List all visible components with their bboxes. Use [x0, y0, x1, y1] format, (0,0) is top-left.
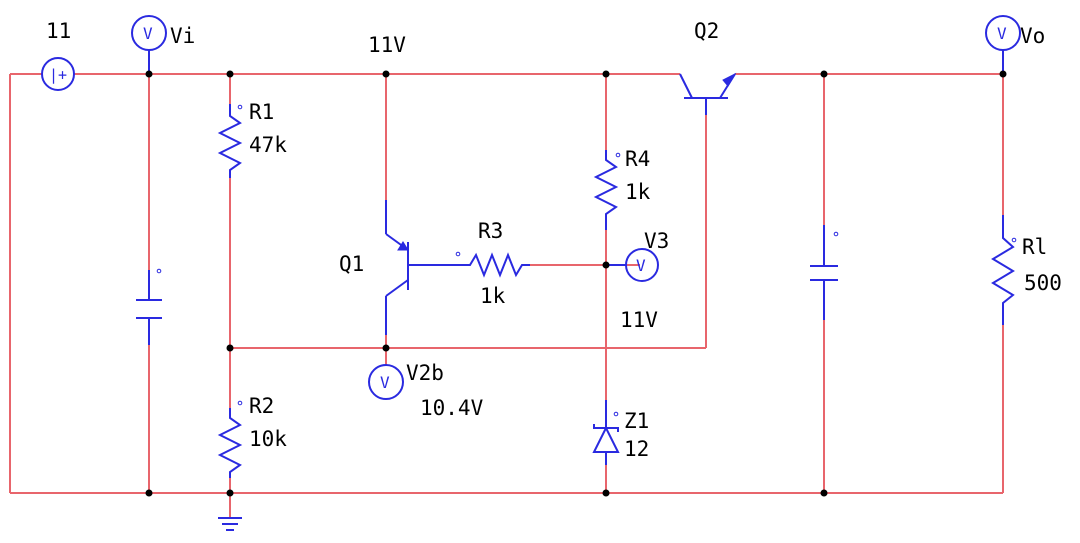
vo-label: Vo: [1020, 24, 1045, 48]
transistor-q2: [679, 72, 737, 115]
node-dot: [602, 261, 610, 269]
v2b-reading: 10.4V: [420, 396, 484, 420]
z1-name: Z1: [624, 409, 649, 433]
r4-pin-dot: [615, 152, 621, 158]
node-dot: [145, 70, 153, 78]
source-circle: [41, 57, 75, 91]
top-rail-reading: 11V: [368, 33, 406, 57]
vi-label: Vi: [170, 24, 195, 48]
output-capacitor: [810, 225, 839, 320]
v2b-circle: [368, 364, 404, 400]
v3-label: V3: [644, 229, 669, 253]
resistor-r2: [217, 400, 243, 478]
vo-circle: [985, 15, 1021, 51]
node-dot: [382, 344, 390, 352]
rl-pin-dot: [1011, 237, 1017, 243]
cout-pin-dot: [833, 231, 839, 237]
r2-zigzag: [217, 408, 243, 478]
source-value: 11: [46, 19, 71, 43]
rl-name: Rl: [1022, 235, 1047, 259]
node-dot: [226, 489, 234, 497]
node-dot: [226, 344, 234, 352]
transistor-q1: [385, 200, 430, 335]
node-dot: [999, 70, 1007, 78]
r1-name: R1: [249, 100, 274, 124]
r2-pin-dot: [237, 400, 243, 406]
vo-symbol: V: [997, 24, 1007, 43]
vi-circle: [131, 15, 167, 51]
source-symbol: |+: [49, 66, 67, 84]
resistor-r3: [430, 251, 530, 278]
r1-zigzag: [217, 104, 243, 178]
q1-name: Q1: [339, 252, 364, 276]
z1-triangle: [592, 425, 620, 453]
voltmeter-vo: [985, 15, 1021, 74]
node-dot: [382, 70, 390, 78]
q2-arrow: [722, 72, 737, 87]
ground-symbol: [218, 517, 242, 531]
r3-zigzag: [430, 252, 530, 278]
v3-circle: [625, 248, 659, 282]
voltmeter-v2b: [368, 364, 404, 400]
r2-value: 10k: [249, 427, 287, 451]
rl-value: 500: [1024, 271, 1062, 295]
components: [41, 15, 1021, 531]
cin-pin-dot: [156, 268, 162, 274]
voltage-source: [41, 57, 75, 91]
v2b-symbol: V: [380, 373, 390, 392]
voltmeter-vi: [131, 15, 167, 74]
node-dot: [226, 70, 234, 78]
v3-symbol: V: [636, 256, 646, 275]
node-dot: [602, 489, 610, 497]
junction-dots: [145, 70, 1007, 497]
resistor-rl: [991, 215, 1017, 325]
node-dot: [602, 70, 610, 78]
z1-value: 12: [624, 437, 649, 461]
wires: [9, 73, 1004, 518]
r4-value: 1k: [625, 180, 651, 204]
q1-arrow: [397, 241, 409, 251]
resistor-r1: [217, 104, 243, 178]
r3-pin-dot: [455, 251, 461, 257]
rl-zigzag: [991, 215, 1015, 325]
node-dot: [145, 489, 153, 497]
zener-z1: [592, 400, 620, 465]
vi-symbol: V: [143, 24, 153, 43]
q2-collector-lead: [679, 73, 693, 99]
r3-value: 1k: [480, 284, 506, 308]
node-dot: [820, 70, 828, 78]
r4-zigzag: [593, 150, 619, 230]
r1-pin-dot: [237, 104, 243, 110]
r2-name: R2: [249, 394, 274, 418]
q1-emitter-lead: [385, 279, 409, 297]
r1-value: 47k: [249, 133, 287, 157]
q2-name: Q2: [694, 19, 719, 43]
v3-reading: 11V: [620, 308, 658, 332]
r3-name: R3: [478, 219, 503, 243]
r4-name: R4: [625, 147, 650, 171]
input-capacitor: [136, 268, 162, 345]
resistor-r4: [593, 150, 621, 230]
node-dot: [820, 489, 828, 497]
z1-pin-dot: [613, 411, 619, 417]
v2b-label: V2b: [406, 361, 444, 385]
